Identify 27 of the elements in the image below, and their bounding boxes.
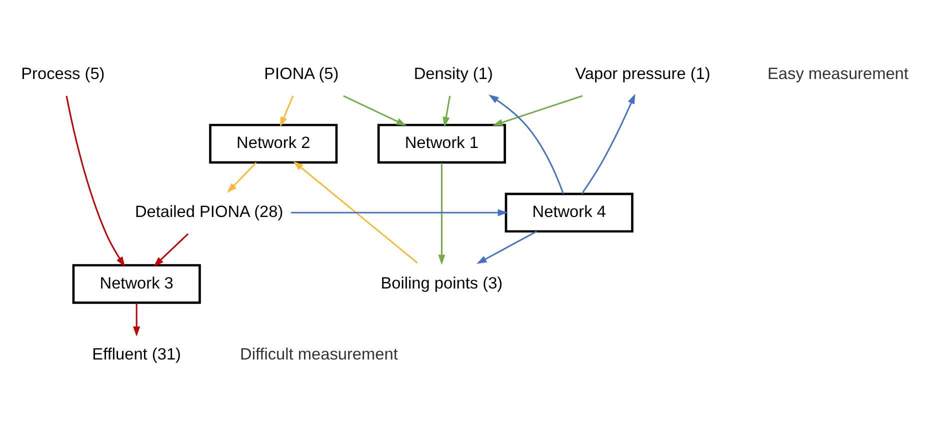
node-text: Detailed PIONA (28) [134, 202, 284, 220]
node-box: Network 1 [377, 123, 506, 164]
label: Difficult measurement [240, 345, 398, 364]
arrow [293, 160, 418, 263]
arrow [280, 95, 294, 126]
arrow [343, 94, 406, 126]
arrow [581, 93, 636, 194]
arrow [442, 95, 451, 127]
node-text: Density (1) [414, 64, 493, 83]
arrow [492, 94, 583, 126]
label: Easy measurement [768, 64, 908, 83]
arrow [438, 162, 446, 264]
arrow [488, 94, 564, 194]
arrow [154, 232, 189, 266]
arrow [66, 95, 125, 266]
node-box: Network 3 [72, 264, 201, 304]
arrow [291, 208, 508, 216]
node-text: Effluent (31) [92, 345, 182, 364]
node-text: PIONA (5) [264, 64, 339, 83]
node-box: Network 4 [504, 192, 634, 232]
arrow [227, 162, 257, 192]
node-text: Boiling points (3) [380, 274, 503, 292]
node-text: Vapor pressure (1) [575, 64, 710, 83]
arrow [476, 230, 537, 264]
arrow [133, 302, 140, 336]
node-box: Network 2 [209, 123, 338, 164]
node-text: Process (5) [21, 64, 105, 83]
